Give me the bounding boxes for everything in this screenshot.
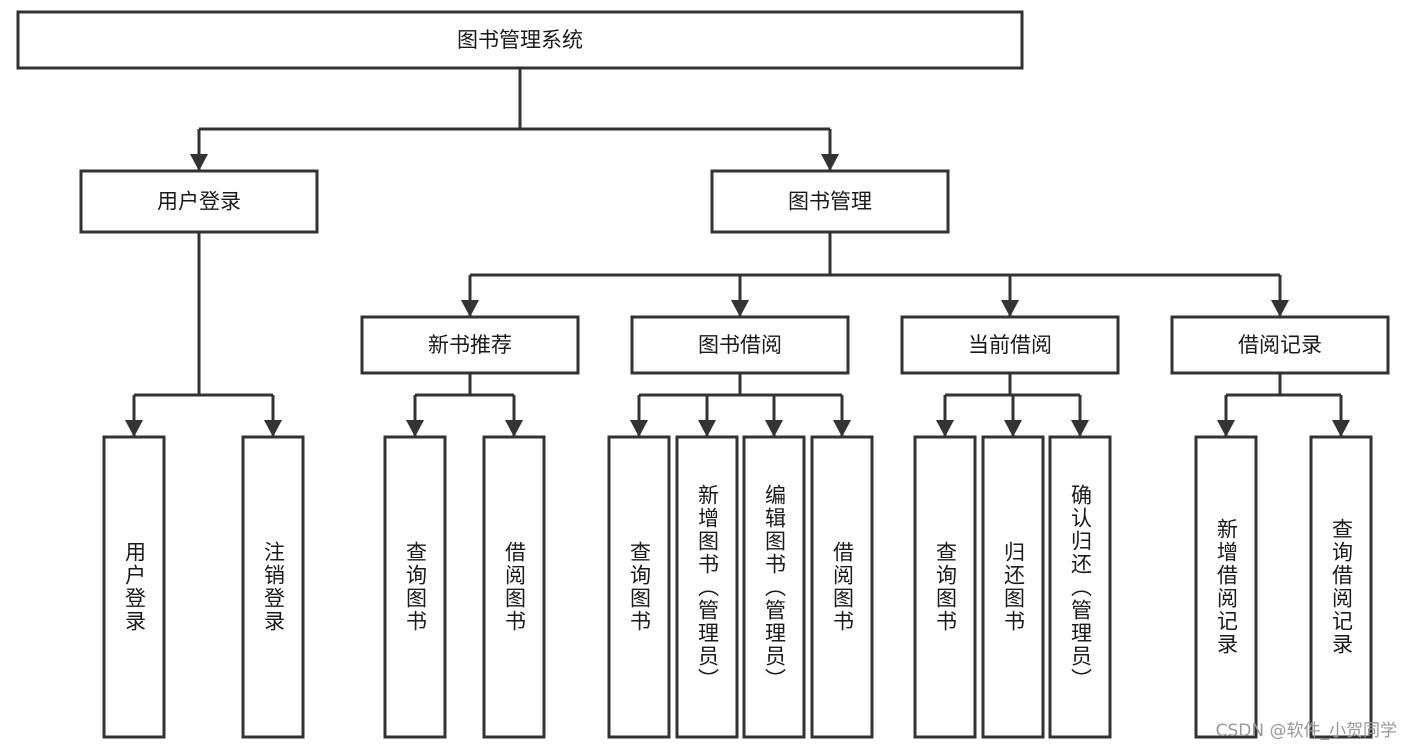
node-box-leaf-query-books-recommend[interactable]	[383, 435, 447, 739]
node-box-leaf-user-login[interactable]	[102, 435, 166, 739]
arrow-head-leaf-query-books-borrow	[630, 420, 648, 437]
node-box-borrow-record[interactable]	[1170, 315, 1390, 375]
node-box-leaf-query-books-current[interactable]	[913, 435, 977, 739]
arrow-head-new-book-recommend	[461, 300, 479, 317]
arrow-head-leaf-query-books-recommend	[406, 420, 424, 437]
arrow-head-book-management	[821, 154, 839, 171]
watermark-text: CSDN @软件_小贺同学	[1215, 721, 1397, 741]
arrow-head-current-borrow	[1001, 300, 1019, 317]
node-label-borrow-record: 借阅记录	[1238, 333, 1322, 357]
node-box-book-management[interactable]	[710, 169, 950, 234]
arrow-head-leaf-add-book-admin	[698, 420, 716, 437]
node-box-leaf-edit-book-admin[interactable]	[742, 435, 806, 739]
node-label-root: 图书管理系统	[457, 28, 583, 52]
node-box-leaf-add-book-admin[interactable]	[675, 435, 739, 739]
node-box-leaf-return-book[interactable]	[981, 435, 1045, 739]
arrow-head-user-login	[190, 154, 208, 171]
arrow-head-leaf-confirm-return-admin	[1071, 420, 1089, 437]
arrow-head-book-borrow	[731, 300, 749, 317]
node-box-leaf-borrow-books-recommend[interactable]	[482, 435, 546, 739]
node-label-user-login: 用户登录	[157, 190, 241, 214]
arrow-head-leaf-query-borrow-record	[1332, 420, 1350, 437]
arrow-head-leaf-logout	[264, 420, 282, 437]
node-box-leaf-query-books-borrow[interactable]	[607, 435, 671, 739]
node-label-new-book-recommend: 新书推荐	[428, 333, 512, 357]
node-label-current-borrow: 当前借阅	[968, 333, 1052, 357]
node-box-user-login[interactable]	[79, 169, 319, 234]
node-label-book-borrow: 图书借阅	[698, 333, 782, 357]
node-box-current-borrow[interactable]	[900, 315, 1120, 375]
arrow-head-leaf-add-borrow-record	[1217, 420, 1235, 437]
arrow-head-leaf-query-books-current	[936, 420, 954, 437]
node-box-book-borrow[interactable]	[630, 315, 850, 375]
arrow-head-leaf-borrow-book	[833, 420, 851, 437]
connectors-layer	[125, 68, 1350, 437]
arrow-head-leaf-user-login	[125, 420, 143, 437]
boxes-layer	[16, 10, 1390, 739]
node-box-leaf-logout[interactable]	[241, 435, 305, 739]
node-box-leaf-add-borrow-record[interactable]	[1194, 435, 1258, 739]
arrow-head-borrow-record	[1271, 300, 1289, 317]
arrow-head-leaf-edit-book-admin	[765, 420, 783, 437]
node-label-book-management: 图书管理	[788, 190, 872, 214]
node-box-leaf-confirm-return-admin[interactable]	[1048, 435, 1112, 739]
node-box-leaf-query-borrow-record[interactable]	[1309, 435, 1373, 739]
arrow-head-leaf-borrow-books-recommend	[505, 420, 523, 437]
node-box-leaf-borrow-book[interactable]	[810, 435, 874, 739]
arrow-head-leaf-return-book	[1004, 420, 1022, 437]
node-box-new-book-recommend[interactable]	[360, 315, 580, 375]
node-box-root[interactable]	[16, 10, 1024, 70]
